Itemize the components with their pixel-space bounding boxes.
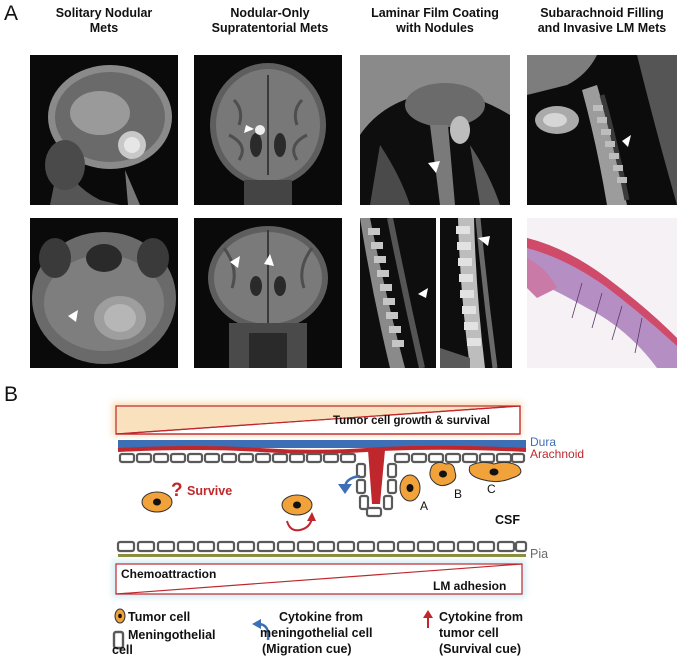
mri-coronal-supratentorial-1 (194, 55, 342, 205)
survival-cue-arrow (286, 517, 313, 532)
top-gradient-wedge (112, 402, 522, 436)
legend-survival-arrowhead (423, 610, 433, 618)
legend-tumor-cell-label: Tumor cell (128, 610, 190, 624)
migration-cue-arrowhead (338, 484, 352, 494)
dura-label: Dura (530, 435, 556, 449)
survival-cue-arrowhead (307, 512, 316, 521)
legend-cytokine-tumor-3: (Survival cue) (439, 642, 521, 656)
top-gradient-label: Tumor cell growth & survival (333, 415, 490, 427)
mri-spine-laminar-3 (440, 218, 512, 368)
legend-tumor-cell-icon (114, 608, 126, 624)
legend-cytokine-meningo-3: (Migration cue) (262, 642, 352, 656)
lm-mechanism-diagram: Tumor cell growth & survival Dura Arachn… (0, 384, 685, 667)
legend: Tumor cell Meningothelial cell Cytokine … (112, 608, 523, 657)
column-title-4: Subarachnoid Filling and Invasive LM Met… (537, 6, 667, 35)
legend-meningothelial-icon (112, 630, 125, 650)
question-mark: ? (171, 480, 183, 501)
tumor-cell-a (399, 474, 421, 502)
cell-label-c: C (487, 482, 496, 496)
legend-migration-arrowhead (252, 619, 261, 629)
mri-sagittal-invasive-1 (527, 55, 677, 205)
mri-sagittal-laminar-1 (360, 55, 510, 205)
pia-label: Pia (530, 547, 548, 561)
invagination (355, 450, 398, 518)
mri-spine-laminar-2 (360, 218, 436, 368)
meningothelial-row-bottom (116, 540, 528, 553)
column-title-2: Nodular-Only Supratentorial Mets (211, 6, 329, 35)
arachnoid-layer (117, 445, 527, 454)
meningothelial-row-top (118, 452, 526, 464)
mri-sagittal-solitary-nodular (30, 55, 178, 205)
cell-label-a: A (420, 499, 428, 513)
tumor-cell-survive (141, 491, 173, 513)
panel-a-letter: A (4, 2, 19, 25)
cell-label-b: B (454, 487, 462, 501)
column-title-3: Laminar Film Coating with Nodules (371, 6, 499, 35)
tumor-cell-b (429, 461, 457, 487)
column-title-1: Solitary Nodular Mets (55, 6, 153, 35)
tumor-cell-migrating (281, 494, 313, 516)
mri-axial-solitary-nodular (30, 218, 178, 368)
survive-label: Survive (187, 484, 232, 498)
mri-coronal-supratentorial-2 (194, 218, 342, 368)
legend-meningothelial-label-2: cell (112, 643, 133, 657)
csf-label: CSF (495, 513, 520, 527)
legend-cytokine-tumor-2: tumor cell (439, 626, 499, 640)
legend-cytokine-tumor-1: Cytokine from (439, 610, 523, 624)
tumor-cell-c (468, 461, 522, 483)
arachnoid-label: Arachnoid (530, 447, 584, 461)
legend-cytokine-meningo-1: Cytokine from (279, 610, 363, 624)
histology-invasive (527, 218, 677, 368)
panel-b-letter: B (4, 383, 19, 406)
chemoattraction-label: Chemoattraction (121, 567, 216, 581)
lm-adhesion-label: LM adhesion (433, 579, 506, 593)
legend-meningothelial-label-1: Meningothelial (128, 628, 216, 642)
pia-layer (118, 554, 526, 557)
legend-cytokine-meningo-2: meningothelial cell (260, 626, 373, 640)
bottom-gradient-box (112, 560, 526, 598)
dura-layer (118, 440, 526, 448)
